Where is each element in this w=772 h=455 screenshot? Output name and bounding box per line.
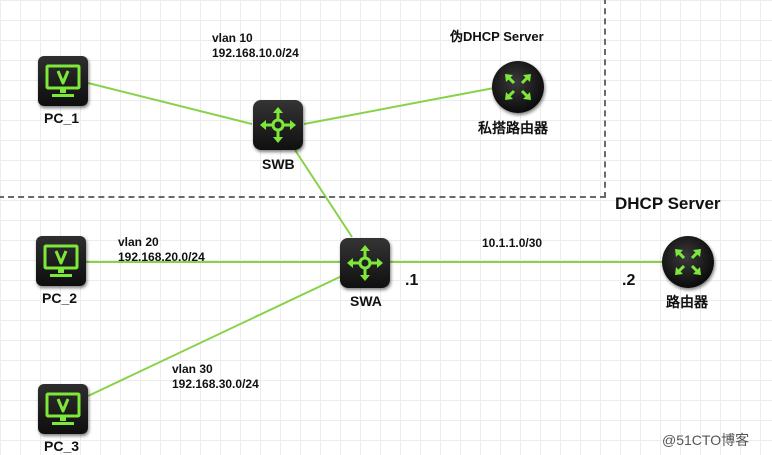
vlan10-label: vlan 10 192.168.10.0/24	[212, 31, 299, 61]
router-ip-label: .2	[622, 272, 636, 289]
vlan30-subnet: 192.168.30.0/24	[172, 377, 259, 391]
pc3-label: PC_3	[44, 438, 80, 454]
pc-icon[interactable]	[38, 384, 88, 434]
link-swb-swa	[294, 149, 353, 238]
vlan30-name: vlan 30	[172, 362, 213, 376]
watermark: @51CTO博客	[662, 432, 750, 448]
vlan30-label: vlan 30 192.168.30.0/24	[172, 362, 259, 392]
dhcp-server-label: DHCP Server	[615, 194, 721, 213]
switch-icon[interactable]	[340, 238, 390, 288]
pc1-label: PC_1	[44, 110, 80, 126]
vlan20-name: vlan 20	[118, 235, 159, 249]
router-icon[interactable]	[492, 61, 544, 113]
pc2-label: PC_2	[42, 290, 78, 306]
link-pc3-swa	[87, 274, 345, 397]
rogue-router-label: 私搭路由器	[478, 120, 548, 136]
swb-label: SWB	[262, 156, 295, 172]
vlan10-subnet: 192.168.10.0/24	[212, 46, 299, 60]
vlan10-name: vlan 10	[212, 31, 253, 45]
switch-icon[interactable]	[253, 100, 303, 150]
link-swb-rogue-router	[303, 87, 495, 125]
vlan20-subnet: 192.168.20.0/24	[118, 250, 205, 264]
swa-ip-label: .1	[405, 272, 419, 289]
router-label: 路由器	[666, 294, 708, 310]
swa-label: SWA	[350, 293, 382, 309]
pc-icon[interactable]	[38, 56, 88, 106]
router-icon[interactable]	[662, 236, 714, 288]
link-pc1-swb	[87, 82, 253, 125]
wan-subnet-label: 10.1.1.0/30	[482, 236, 543, 250]
rogue-dhcp-area	[0, 0, 606, 198]
rogue-dhcp-role-label: 伪DHCP Server	[450, 29, 544, 44]
vlan20-label: vlan 20 192.168.20.0/24	[118, 235, 205, 265]
pc-icon[interactable]	[36, 236, 86, 286]
